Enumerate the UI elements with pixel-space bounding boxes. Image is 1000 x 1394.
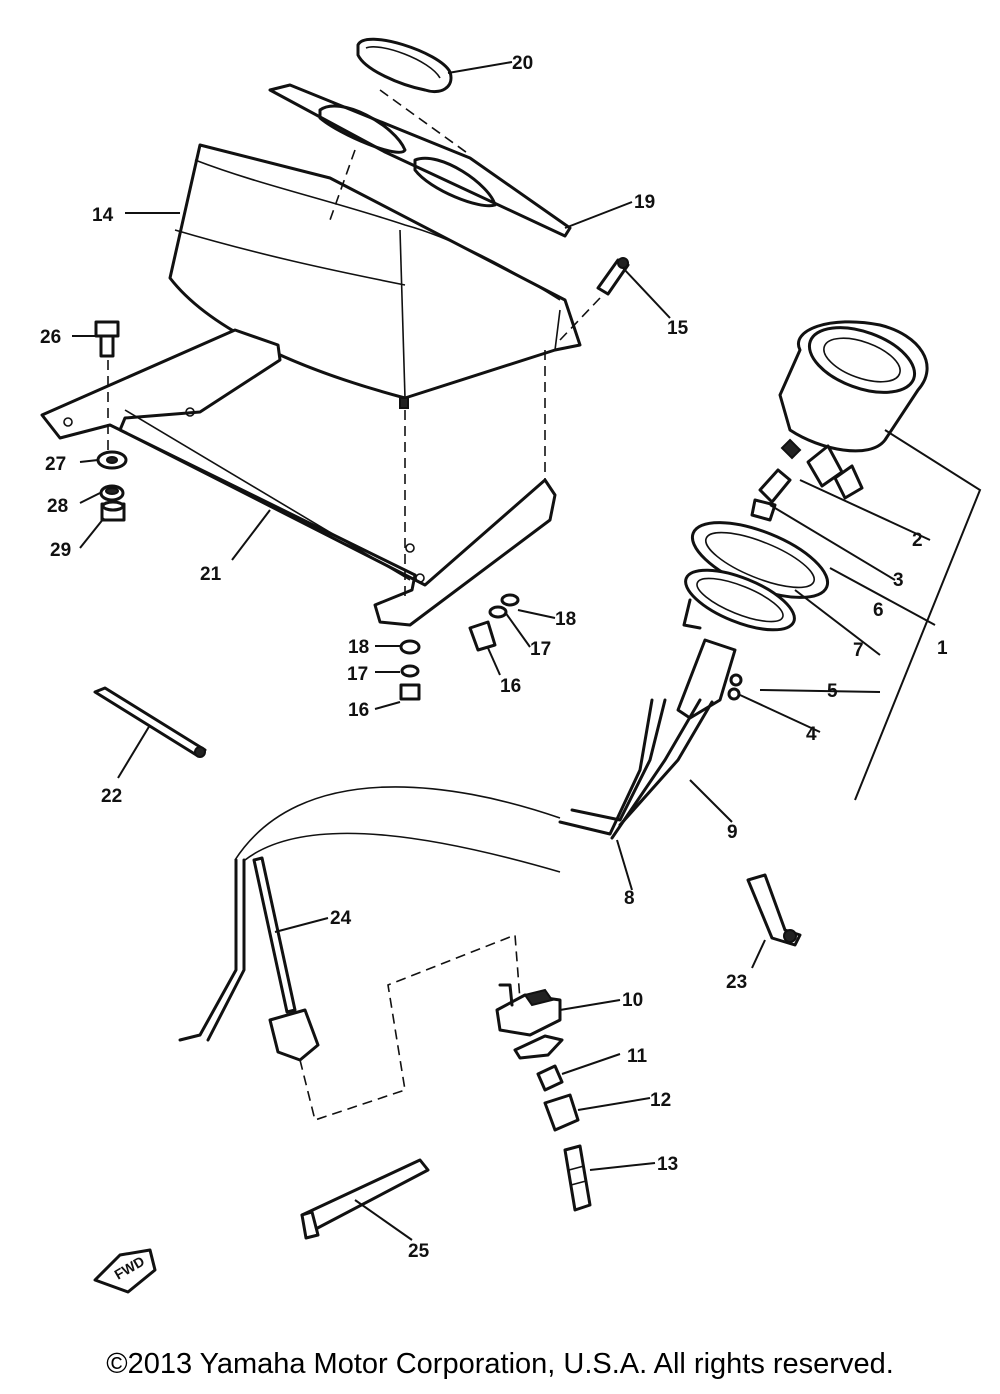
callout-22: 22 <box>101 786 122 807</box>
callout-12: 12 <box>650 1090 671 1111</box>
callout-25: 25 <box>408 1241 430 1262</box>
part-22-band <box>93 686 207 758</box>
parts-diagram: FWD 1 2 3 4 5 6 7 8 <box>40 37 982 1294</box>
callout-leaders <box>72 61 766 1241</box>
callout-2: 2 <box>912 530 923 551</box>
part-gasket-plate <box>268 83 572 238</box>
callout-14: 14 <box>92 205 114 226</box>
callout-17b: 17 <box>530 639 551 660</box>
part-24-meter-cable <box>178 856 320 1062</box>
callout-23: 23 <box>726 972 747 993</box>
callout-24: 24 <box>330 908 352 929</box>
part-29-nut <box>100 500 126 522</box>
callout-13: 13 <box>657 1154 678 1175</box>
part-25-band <box>300 1158 430 1240</box>
part-16-17-18-mount-set-a <box>399 639 421 701</box>
part-20-grommet-cap <box>356 37 453 94</box>
callout-18b: 18 <box>555 609 576 630</box>
part-2-bulb-socket <box>750 468 792 522</box>
part-11-bushing <box>536 1064 564 1092</box>
part-23-clip <box>746 873 802 947</box>
callout-16a: 16 <box>348 700 369 721</box>
part-7-bracket-ring <box>682 568 796 632</box>
callout-6: 6 <box>873 600 884 621</box>
part-14-meter-housing <box>168 143 582 409</box>
part-21-bracket <box>40 328 557 627</box>
part-27-washer <box>96 450 128 470</box>
part-11-washer <box>513 1034 564 1060</box>
part-meter-body <box>778 320 929 500</box>
callout-28: 28 <box>47 496 68 517</box>
fwd-arrow-icon: FWD <box>93 1248 157 1294</box>
part-10-gear-unit <box>495 983 562 1037</box>
part-16-17-18-mount-set-b <box>468 593 520 652</box>
part-26-bolt <box>94 320 120 358</box>
callout-29: 29 <box>50 540 71 561</box>
callout-16b: 16 <box>500 676 521 697</box>
callout-21: 21 <box>200 564 222 585</box>
part-8-9-wire-harness <box>234 698 714 873</box>
callout-20: 20 <box>512 53 533 74</box>
copyright-notice: ©2013 Yamaha Motor Corporation, U.S.A. A… <box>106 1348 894 1380</box>
callout-27: 27 <box>45 454 66 475</box>
callout-4: 4 <box>806 724 817 745</box>
callout-8: 8 <box>624 888 635 909</box>
callout-18a: 18 <box>348 637 369 658</box>
callout-11: 11 <box>627 1046 648 1067</box>
callout-26: 26 <box>40 327 61 348</box>
part-cable-socket <box>676 638 743 720</box>
callout-5: 5 <box>827 681 838 702</box>
callout-3: 3 <box>893 570 904 591</box>
part-28-spring-washer <box>99 484 125 502</box>
callout-7: 7 <box>853 640 864 661</box>
callout-17a: 17 <box>347 664 368 685</box>
part-15-screw <box>596 257 630 296</box>
part-13-shaft <box>563 1144 592 1212</box>
callout-19: 19 <box>634 192 655 213</box>
callout-labels: 1 2 3 4 5 6 7 8 9 10 11 12 13 14 15 16 1… <box>40 53 948 1262</box>
callout-1: 1 <box>937 638 948 659</box>
part-12-drive-gear <box>543 1093 580 1132</box>
callout-9: 9 <box>727 822 738 843</box>
callout-10: 10 <box>622 990 643 1011</box>
callout-15: 15 <box>667 318 689 339</box>
